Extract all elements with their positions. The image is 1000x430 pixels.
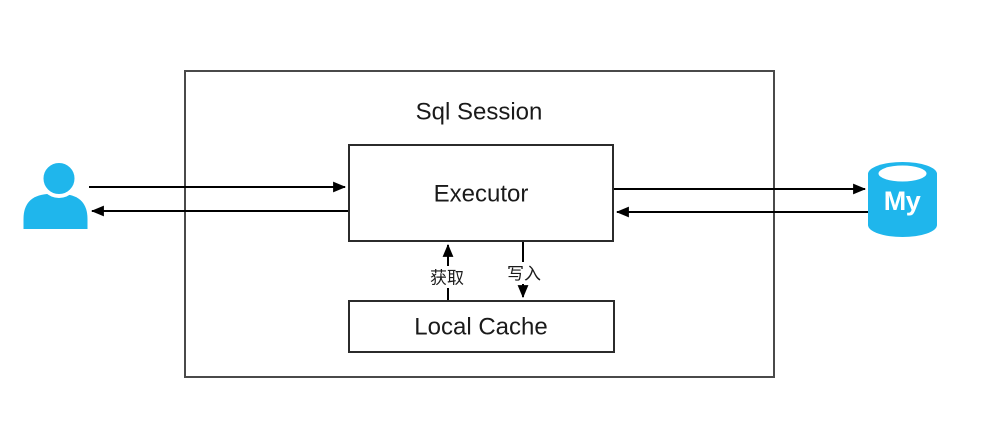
executor-label: Executor	[434, 181, 529, 208]
mysql-cylinder-shape	[868, 162, 937, 237]
fetch-label: 获取	[430, 269, 464, 288]
local-cache-label: Local Cache	[414, 314, 547, 341]
sql-session-box	[184, 70, 775, 378]
write-label: 写入	[507, 265, 541, 284]
mysql-cylinder-opening	[878, 165, 927, 182]
local-cache-box	[348, 300, 615, 353]
executor-box	[348, 144, 614, 242]
fetch-label-mask	[427, 266, 467, 288]
sql-session-label: Sql Session	[416, 99, 543, 126]
write-label-mask	[504, 262, 544, 284]
user-body-shape	[23, 194, 88, 229]
user-head-shape	[39, 159, 79, 198]
mysql-label: My	[884, 186, 921, 216]
mysql-database-icon: My	[868, 162, 937, 237]
user-icon	[23, 159, 88, 229]
